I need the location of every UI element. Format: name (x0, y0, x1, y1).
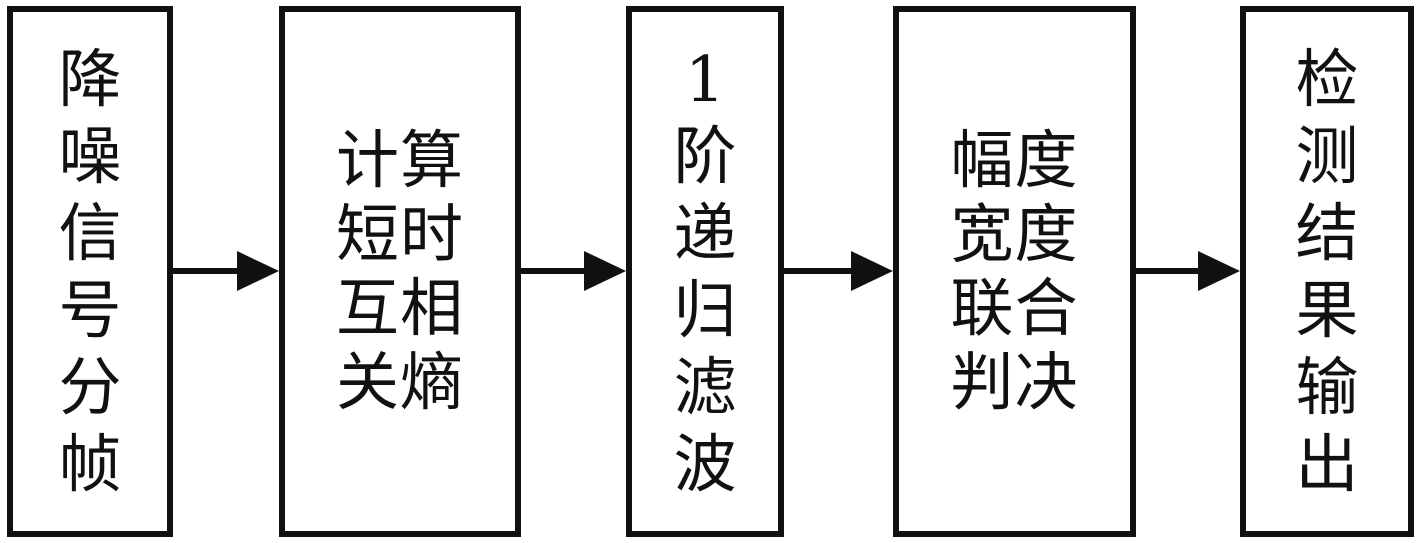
arrow-head-right-icon (1198, 251, 1240, 291)
node-text-line: 阶 (673, 119, 737, 193)
flow-node-compute-short-time-cross-correntropy: 计算 短时 互相 关熵 (279, 6, 521, 537)
node-text-line: 降 (58, 42, 122, 116)
arrow-shaft (784, 268, 853, 274)
node-text-line: 测 (1295, 119, 1359, 193)
node-text-line: 滤 (673, 350, 737, 424)
node-text-line: 计算 (336, 123, 464, 197)
node-text-line: 噪 (58, 119, 122, 193)
node-text-line: 递 (673, 196, 737, 270)
node-text-line: 果 (1295, 273, 1359, 347)
node-text-line: 短时 (336, 197, 464, 271)
node-text-line: 1 (684, 42, 726, 116)
node-text-line: 检 (1295, 42, 1359, 116)
node-text-line: 出 (1295, 427, 1359, 501)
node-text-line: 波 (673, 427, 737, 501)
node-text-line: 信 (58, 196, 122, 270)
arrow-shaft (521, 268, 586, 274)
node-text-line: 归 (673, 273, 737, 347)
node-text-line: 号 (58, 273, 122, 347)
arrow-head-right-icon (584, 251, 626, 291)
node-text-line: 联合 (950, 271, 1079, 345)
flow-node-detection-result-output: 检 测 结 果 输 出 (1240, 6, 1414, 537)
node-text-line: 宽度 (950, 197, 1079, 271)
flow-node-first-order-recursive-filtering: 1 阶 递 归 滤 波 (626, 6, 784, 537)
node-text-line: 幅度 (950, 123, 1079, 197)
node-text-line: 关熵 (336, 345, 464, 419)
flow-node-amplitude-width-joint-decision: 幅度 宽度 联合 判决 (893, 6, 1136, 537)
arrow-head-right-icon (851, 251, 893, 291)
node-text-line: 输 (1295, 350, 1359, 424)
arrow-head-right-icon (237, 251, 279, 291)
node-text-line: 帧 (58, 427, 122, 501)
node-text-line: 互相 (336, 271, 464, 345)
node-text-line: 分 (58, 350, 122, 424)
arrow-shaft (173, 268, 239, 274)
flow-node-denoised-signal-framing: 降 噪 信 号 分 帧 (7, 6, 173, 537)
node-text-line: 结 (1295, 196, 1359, 270)
arrow-shaft (1136, 268, 1200, 274)
node-text-line: 判决 (950, 345, 1079, 419)
